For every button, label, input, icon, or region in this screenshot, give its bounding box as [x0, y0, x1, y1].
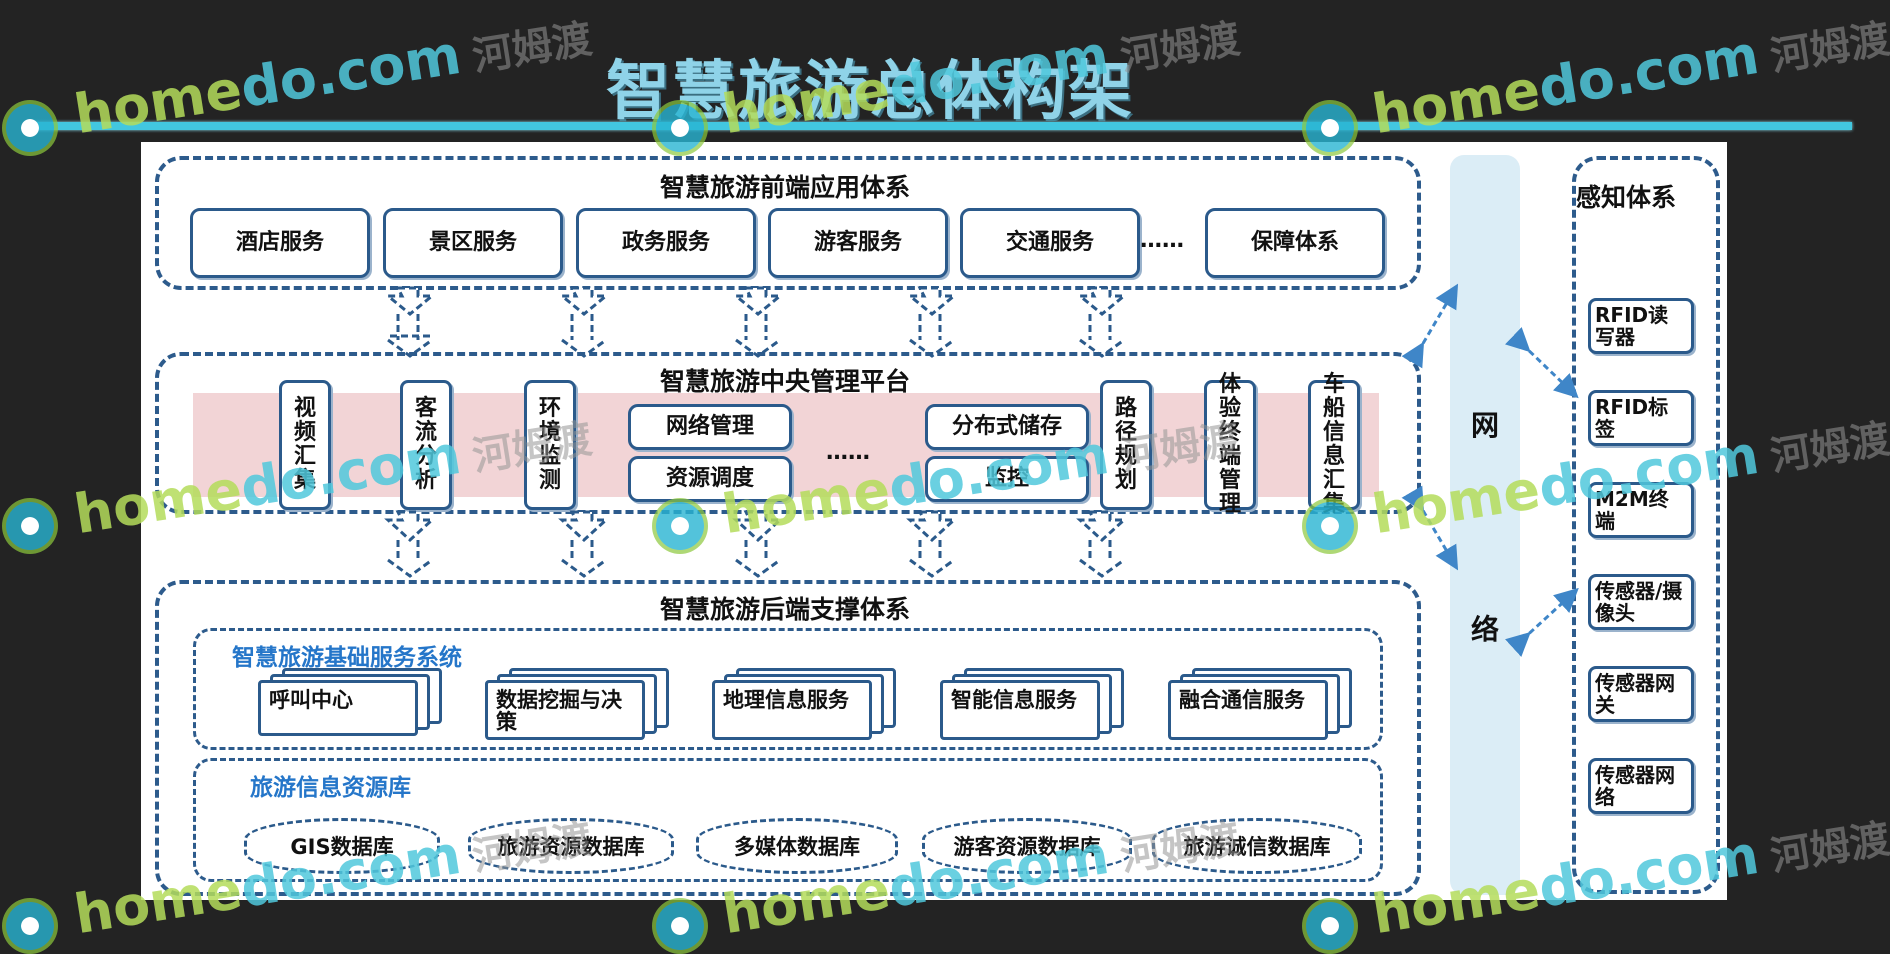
- arrow-shaft-7: [561, 540, 607, 578]
- central-route: 路径规划: [1100, 380, 1152, 510]
- central-monitor: 监控: [925, 456, 1089, 502]
- basic-converged-comm-label: 融合通信服务: [1179, 688, 1305, 712]
- sensor-m2m: M2M终端: [1588, 482, 1694, 538]
- sensor-network: 传感器网络: [1588, 758, 1694, 814]
- arrow-front-central-3: [731, 286, 785, 316]
- arrow-front-central-4: [905, 286, 959, 316]
- central-section: [155, 352, 1421, 514]
- db-tourist-resource: 游客资源数据库: [922, 818, 1132, 874]
- basic-smart-info-label: 智能信息服务: [951, 688, 1077, 712]
- arrow-shaft-6: [387, 540, 433, 578]
- arrow-central-back-4: [906, 510, 958, 543]
- db-multimedia: 多媒体数据库: [696, 818, 898, 874]
- frontend-section: [155, 156, 1421, 290]
- service-support: 保障体系: [1205, 208, 1385, 278]
- basic-call-center-label: 呼叫中心: [269, 688, 353, 712]
- arrow-shaft-8: [735, 540, 781, 578]
- service-tourist: 游客服务: [768, 208, 948, 278]
- arrow-shaft-1: [387, 314, 433, 358]
- arrow-net-sense-2: [1505, 587, 1579, 657]
- arrow-shaft-5: [1079, 314, 1125, 358]
- frontend-title: 智慧旅游前端应用体系: [659, 173, 910, 202]
- service-government: 政务服务: [576, 208, 756, 278]
- central-ellipsis: ……: [826, 440, 870, 465]
- network-char-1: 网: [1470, 409, 1499, 442]
- arrow-shaft-9: [909, 540, 955, 578]
- db-gis: GIS数据库: [244, 818, 440, 874]
- basic-services-title: 智慧旅游基础服务系统: [232, 645, 462, 671]
- frontend-ellipsis: ……: [1140, 228, 1184, 253]
- network-column: [1450, 155, 1520, 895]
- basic-geo-info-label: 地理信息服务: [723, 688, 849, 712]
- arrow-central-back-3: [732, 510, 784, 543]
- service-hotel: 酒店服务: [190, 208, 370, 278]
- central-flow: 客流分析: [400, 380, 452, 510]
- central-title: 智慧旅游中央管理平台: [659, 367, 910, 396]
- basic-data-mining-label: 数据挖掘与决策: [496, 688, 622, 734]
- db-credit: 旅游诚信数据库: [1152, 818, 1362, 874]
- central-env: 环境监测: [524, 380, 576, 510]
- arrow-central-back-2: [558, 510, 610, 543]
- service-scenic: 景区服务: [383, 208, 563, 278]
- arrow-shaft-4: [909, 314, 955, 358]
- central-network-mgmt: 网络管理: [628, 404, 792, 450]
- arrow-shaft-10: [1079, 540, 1125, 578]
- sensor-gateway: 传感器网关: [1588, 666, 1694, 722]
- service-transport: 交通服务: [960, 208, 1140, 278]
- central-resource-sched: 资源调度: [628, 456, 792, 502]
- sensor-rfid-tag: RFID标签: [1588, 390, 1694, 446]
- arrow-shaft-3: [735, 314, 781, 358]
- arrow-net-sense-1: [1505, 327, 1579, 399]
- arrow-central-back-5: [1076, 510, 1128, 543]
- arrow-front-central-5: [1075, 286, 1129, 316]
- arrow-net-back: [1401, 485, 1459, 571]
- basic-services-section: [193, 628, 1383, 750]
- sensing-section: [1572, 156, 1720, 894]
- backend-section: [155, 580, 1421, 896]
- title-rule: [30, 122, 1852, 130]
- backend-title: 智慧旅游后端支撑体系: [659, 595, 910, 624]
- arrow-shaft-2: [561, 314, 607, 358]
- sensing-title: 感知体系: [1576, 183, 1677, 212]
- arrow-central-back-1: [384, 510, 436, 543]
- resource-db-title: 旅游信息资源库: [250, 775, 411, 801]
- central-storage: 分布式储存: [925, 404, 1089, 450]
- arrow-front-central-2: [557, 286, 611, 316]
- db-tourism-resource: 旅游资源数据库: [468, 818, 674, 874]
- central-video: 视频汇集: [279, 380, 331, 510]
- network-char-2: 络: [1470, 613, 1499, 646]
- arrow-front-central-1: [383, 286, 437, 338]
- sensor-camera: 传感器/摄像头: [1588, 574, 1694, 630]
- sensor-rfid-reader: RFID读写器: [1588, 298, 1694, 354]
- arrow-net-front: [1401, 283, 1459, 369]
- resource-db-section: [193, 758, 1383, 882]
